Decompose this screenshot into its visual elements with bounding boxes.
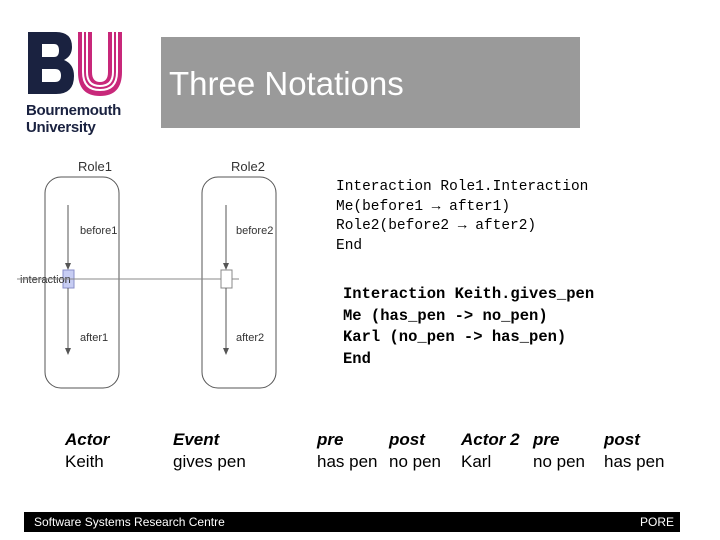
code2-line: Interaction Keith.gives_pen <box>343 285 595 303</box>
university-logo: Bournemouth University <box>26 28 136 138</box>
role2-after-arrowhead <box>223 348 229 355</box>
actor-value: Keith <box>65 452 104 471</box>
footer-project-name: PORE <box>639 515 674 529</box>
actor2-value: Karl <box>461 452 492 471</box>
code2-line: Me (has_pen -> no_pen) <box>343 306 548 325</box>
event-column: Event gives pen <box>173 429 246 473</box>
actor2-header: Actor 2 <box>461 430 520 449</box>
role2-lane <box>201 176 277 389</box>
code1-line: End <box>336 237 363 254</box>
role1-before-arrowhead <box>65 263 71 270</box>
bu-logo-mark <box>28 32 122 96</box>
post1-column: post no pen <box>389 429 441 473</box>
role1-after-arrowhead <box>65 348 71 355</box>
pre2-header: pre <box>533 430 560 449</box>
slide-title: Three Notations <box>169 65 404 102</box>
role2-before-arrowhead <box>223 263 229 270</box>
post2-header: post <box>604 430 640 449</box>
interaction-diagram: Role1 Role2 before1 after1 interaction b… <box>17 159 277 389</box>
actor-column: Actor Keith <box>65 429 109 473</box>
role2-label: Role2 <box>231 159 265 174</box>
interaction-label: interaction <box>20 274 71 286</box>
code2-line: Karl (no_pen -> has_pen) <box>343 328 567 346</box>
event-header: Event <box>173 430 220 449</box>
actor-header: Actor <box>65 430 110 449</box>
pre1-header: pre <box>317 430 344 449</box>
code2-line: End <box>343 349 371 368</box>
before2-label: before2 <box>236 225 273 237</box>
role1-lane <box>44 176 120 389</box>
code1-line: Role2(before2 → after2) <box>336 218 537 234</box>
pre1-value: has pen <box>317 452 378 471</box>
footer-centre-name: Software Systems Research Centre <box>34 515 225 529</box>
pre2-value: no pen <box>533 452 585 471</box>
role1-label: Role1 <box>78 159 112 174</box>
after1-label: after1 <box>80 332 108 344</box>
post2-value: has pen <box>604 452 665 471</box>
pre1-column: pre has pen <box>317 429 378 473</box>
title-banner: Three Notations <box>161 37 580 128</box>
post1-header: post <box>389 430 425 449</box>
before1-label: before1 <box>80 225 117 237</box>
post2-column: post has pen <box>604 429 665 473</box>
code1-line: Interaction Role1.Interaction <box>336 179 589 195</box>
university-name-line2: University <box>26 119 96 136</box>
post1-value: no pen <box>389 452 441 471</box>
university-name-line1: Bournemouth <box>26 102 122 119</box>
after2-label: after2 <box>236 332 264 344</box>
notation-code-generic: Interaction Role1.Interaction Me(before1… <box>336 178 588 256</box>
notation-code-example: Interaction Keith.gives_pen Me (has_pen … <box>343 284 594 370</box>
pre2-column: pre no pen <box>533 429 585 473</box>
university-name: Bournemouth University <box>26 102 121 136</box>
code1-line: Me(before1 → after1) <box>336 198 511 215</box>
event-value: gives pen <box>173 452 246 471</box>
actor2-column: Actor 2 Karl <box>461 429 520 473</box>
footer-bar: Software Systems Research Centre PORE <box>24 512 680 532</box>
role2-event-box <box>220 269 233 289</box>
